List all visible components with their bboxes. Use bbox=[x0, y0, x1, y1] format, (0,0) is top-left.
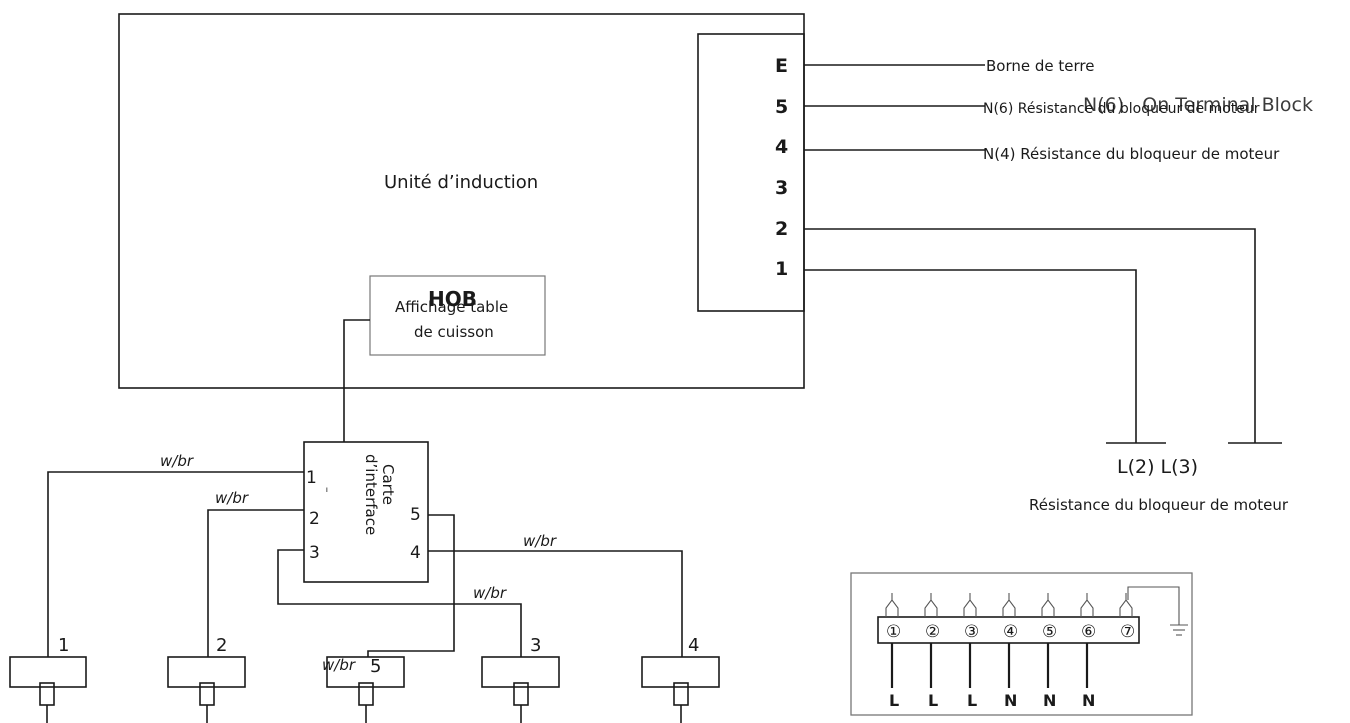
terminal-1: 1 bbox=[775, 258, 788, 280]
mini-terminal-screw-6 bbox=[1080, 593, 1094, 617]
interface-card-box bbox=[303, 441, 429, 583]
terminal-block bbox=[697, 33, 805, 312]
terminal-2: 2 bbox=[775, 218, 788, 240]
zone-4-label: 4 bbox=[688, 635, 699, 656]
wire-zone-1 bbox=[47, 471, 304, 657]
wire-label-1: w/br bbox=[160, 452, 194, 470]
cooking-zone-5 bbox=[326, 656, 405, 723]
mini-terminal-screw-7 bbox=[1119, 593, 1133, 617]
earth-label: Borne de terre bbox=[986, 57, 1094, 75]
card-dash: – bbox=[321, 487, 334, 493]
cooking-zone-1 bbox=[9, 656, 87, 723]
wire-hob-to-card bbox=[343, 319, 370, 442]
mini-bottom-1: L bbox=[889, 691, 899, 710]
mini-num-6: ⑥ bbox=[1081, 622, 1096, 642]
mini-bottom-4: N bbox=[1004, 691, 1017, 710]
wire-label-5: w/br bbox=[322, 656, 356, 674]
mini-bottom-6: N bbox=[1082, 691, 1095, 710]
zone-5-label: 5 bbox=[370, 656, 381, 677]
terminal-5: 5 bbox=[775, 96, 788, 118]
zone-3-label: 3 bbox=[530, 635, 541, 656]
hob-display-box bbox=[369, 275, 546, 356]
terminal-3: 3 bbox=[775, 177, 788, 199]
wire-label-3: w/br bbox=[473, 584, 507, 602]
hob-title: HOB bbox=[428, 287, 477, 311]
mini-terminal-block bbox=[850, 572, 1193, 716]
zone-2-label: 2 bbox=[216, 635, 227, 656]
wire-label-4: w/br bbox=[523, 532, 557, 550]
mini-terminal-screw-5 bbox=[1041, 593, 1055, 617]
cooking-zone-2 bbox=[167, 656, 246, 723]
wire-l2 bbox=[804, 269, 1137, 443]
mini-num-2: ② bbox=[925, 622, 940, 642]
hob-display-line1: Affichage table bbox=[395, 298, 508, 316]
mini-num-7: ⑦ bbox=[1120, 622, 1135, 642]
terminal-block-overlay: N(6) On Terminal Block bbox=[1083, 94, 1313, 116]
mini-earth-jumper bbox=[1127, 586, 1180, 625]
wire-zone-5 bbox=[367, 514, 455, 657]
card-pin-4: 4 bbox=[410, 543, 421, 563]
card-pin-3: 3 bbox=[309, 543, 320, 563]
mini-terminal-screw-3 bbox=[963, 593, 977, 617]
card-pin-2: 2 bbox=[309, 509, 320, 529]
mini-num-4: ④ bbox=[1003, 622, 1018, 642]
ground-symbol bbox=[1170, 624, 1188, 636]
mini-terminal-screw-4 bbox=[1002, 593, 1016, 617]
n4-label: N(4) Résistance du bloqueur de moteur bbox=[983, 145, 1280, 163]
card-pin-5: 5 bbox=[410, 505, 421, 525]
card-pin-1: 1 bbox=[306, 468, 317, 488]
mini-bottom-3: L bbox=[967, 691, 977, 710]
wire-label-2: w/br bbox=[215, 489, 249, 507]
terminal-e: E bbox=[775, 55, 788, 77]
cooking-zone-3 bbox=[481, 656, 560, 723]
mini-terminal-screw-1 bbox=[885, 593, 899, 617]
terminal-4: 4 bbox=[775, 136, 788, 158]
mini-bottom-5: N bbox=[1043, 691, 1056, 710]
wire-zone-4 bbox=[428, 550, 683, 657]
wire-l3 bbox=[804, 228, 1256, 443]
card-label-line1: Carte bbox=[379, 464, 397, 505]
zone-1-label: 1 bbox=[58, 635, 69, 656]
mini-terminal-screw-2 bbox=[924, 593, 938, 617]
wire-zone-3 bbox=[277, 549, 522, 657]
mini-num-5: ⑤ bbox=[1042, 622, 1057, 642]
cooking-zone-4 bbox=[641, 656, 720, 723]
mini-bottom-2: L bbox=[928, 691, 938, 710]
mini-num-1: ① bbox=[886, 622, 901, 642]
n6-label: N(6) Résistance du bloqueur de moteur bbox=[983, 101, 1260, 117]
card-label-line2: d’interface bbox=[362, 454, 380, 535]
induction-unit-label: Unité d’induction bbox=[384, 172, 538, 193]
wire-zone-2 bbox=[207, 509, 304, 657]
hob-display-line2: de cuisson bbox=[414, 323, 494, 341]
mini-num-3: ③ bbox=[964, 622, 979, 642]
l-terms-label: L(2) L(3) bbox=[1117, 456, 1198, 478]
resistance-label: Résistance du bloqueur de moteur bbox=[1029, 496, 1289, 514]
